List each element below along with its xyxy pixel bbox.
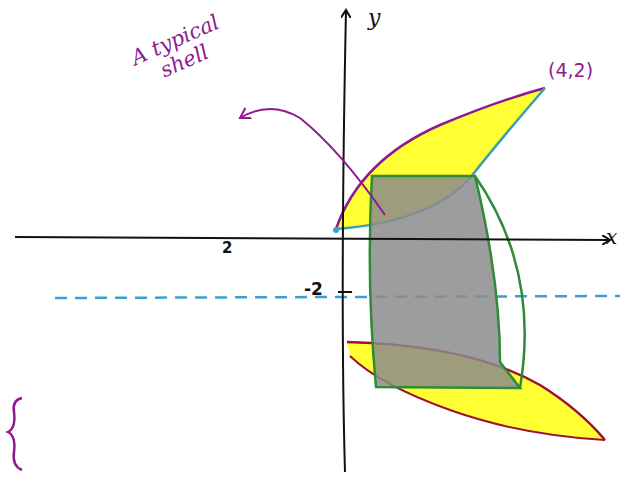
y-axis — [343, 10, 346, 472]
callout-label: A typical shell — [111, 4, 249, 99]
tick-label: -2 — [304, 280, 323, 299]
brace-symbol — [8, 398, 22, 470]
rotation-axis — [55, 296, 620, 298]
x-axis — [15, 237, 610, 240]
tick-label: 2 — [222, 240, 232, 257]
axis-label: x — [606, 226, 617, 248]
origin-dot — [333, 227, 339, 233]
leader-line — [240, 109, 385, 215]
axis-label: y — [368, 6, 380, 30]
point-label: (4,2) — [548, 60, 593, 81]
tick — [338, 291, 352, 293]
shell-edge — [475, 176, 525, 388]
typical-shell — [370, 176, 520, 388]
